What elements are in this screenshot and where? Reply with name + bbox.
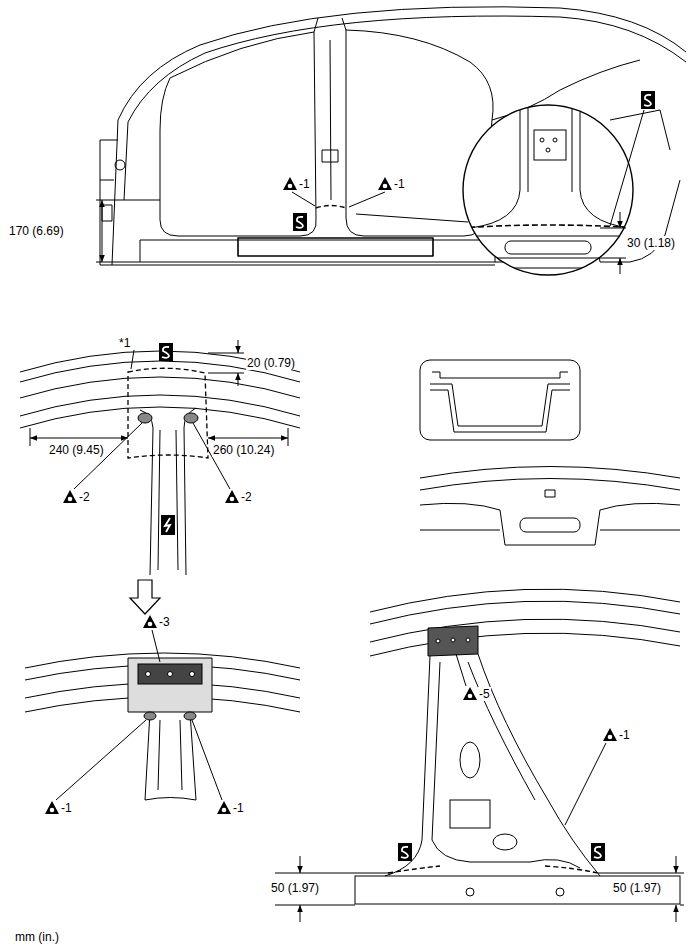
detail-view — [460, 100, 640, 268]
part-callout: *1 — [118, 336, 131, 350]
weld-callout: -5 — [478, 687, 491, 701]
dimension-label: 50 (1.97) — [612, 881, 662, 895]
dimension-label: 50 (1.97) — [270, 881, 320, 895]
section-view — [420, 360, 680, 545]
dimension-label: 240 (9.45) — [48, 443, 105, 457]
center-pillar — [275, 589, 684, 922]
detail-circle — [463, 105, 633, 275]
weld-callout: -1 — [618, 728, 631, 742]
roof-rail — [20, 340, 300, 614]
weld-callout: -1 — [232, 801, 245, 815]
roof-rail-patch — [25, 630, 300, 800]
weld-callout: -1 — [60, 801, 73, 815]
weld-symbols — [45, 177, 617, 814]
dimension-label: 170 (6.69) — [8, 224, 65, 238]
dimension-label: 260 (10.24) — [212, 443, 275, 457]
weld-callout: -1 — [298, 177, 311, 191]
unit-note: mm (in.) — [14, 930, 60, 944]
weld-callout: -3 — [158, 615, 171, 629]
weld-callout: -1 — [393, 177, 406, 191]
weld-callout: -2 — [240, 490, 253, 504]
dimension-label: 30 (1.18) — [626, 236, 676, 250]
weld-callout: -2 — [78, 490, 91, 504]
dimension-label: 20 (0.79) — [246, 356, 296, 370]
cut-symbols — [159, 91, 655, 861]
